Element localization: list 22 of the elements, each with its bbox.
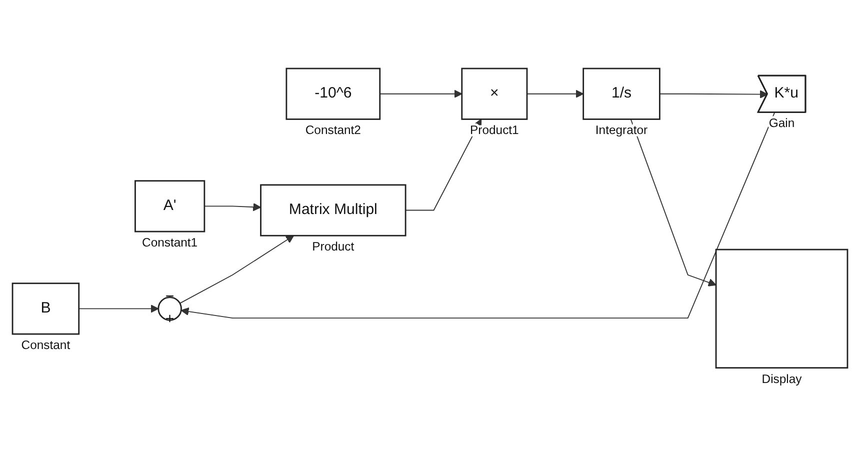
block-name: Constant1 — [142, 235, 198, 250]
node-box: × — [461, 68, 528, 120]
block-name: Gain — [768, 116, 795, 130]
node-box — [715, 248, 848, 368]
block-name: Constant2 — [305, 123, 361, 138]
node-box: -10^6 — [286, 68, 381, 120]
node-box: A' — [134, 180, 206, 232]
node-box: Matrix Multipl — [260, 184, 406, 236]
arrow — [180, 112, 776, 318]
block-name: Product — [312, 239, 354, 254]
arrow — [526, 90, 584, 98]
arrow — [78, 304, 159, 313]
arrow — [630, 118, 716, 286]
arrow — [379, 90, 462, 98]
node-box: B — [12, 282, 80, 335]
block-name: Constant — [21, 338, 70, 352]
arrow — [179, 235, 294, 304]
node-box: 1/s — [582, 68, 660, 120]
arrow — [204, 202, 262, 211]
block-name: Display — [762, 372, 802, 386]
arrow — [405, 118, 482, 211]
arrow — [659, 90, 768, 98]
